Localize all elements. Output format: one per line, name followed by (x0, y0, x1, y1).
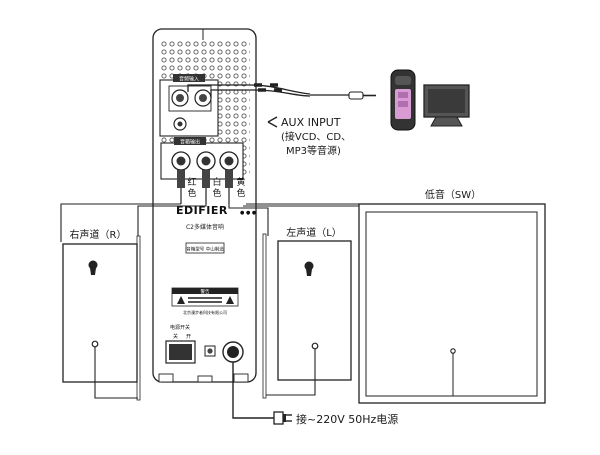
warning-label: 警告 (201, 288, 210, 295)
aux-panel-label: 音频输入 (179, 76, 199, 83)
yellow-label-2: 色 (236, 187, 245, 199)
switch-mark-off: 关 (173, 333, 178, 340)
mp3-player-icon (390, 69, 416, 131)
brand-logo: EDIFIER (176, 204, 228, 217)
monitor-icon (423, 84, 470, 127)
left-speaker: 左声道（L） (262, 226, 352, 399)
aux-input-panel: 音频输入 (159, 74, 219, 137)
yellow-label-1: 黄 (236, 176, 245, 188)
jack-plug-icon (348, 91, 376, 100)
svg-text:● ● ●: ● ● ● (240, 210, 257, 216)
left-speaker-label: 左声道（L） (286, 226, 342, 239)
warning-plate: 警告 北京漫步者科技有限公司 (171, 287, 239, 315)
keyhole-icon (304, 261, 314, 276)
subwoofer: 低音（SW） (358, 188, 546, 404)
amplifier-unit: 音频输入 音箱输出 红 (152, 28, 257, 383)
model-label: C2多媒体音响 (186, 223, 224, 231)
power-cable: 接~220V 50Hz电源 (232, 362, 398, 426)
output-panel-label: 音箱输出 (180, 139, 200, 146)
spec-label: 音箱型号 中山制造 (186, 246, 224, 253)
white-label-2: 色 (212, 187, 221, 199)
warning-triangle-icon-right (226, 296, 234, 304)
power-plug-icon (273, 411, 292, 425)
warning-triangle-icon (177, 296, 185, 304)
power-label: 接~220V 50Hz电源 (296, 412, 398, 426)
red-label-2: 色 (187, 187, 196, 199)
power-switch-label: 电源开关 (170, 324, 190, 331)
right-speaker: 右声道（R） (62, 228, 141, 401)
switch-mark-on: 开 (186, 334, 191, 340)
right-speaker-label: 右声道（R） (70, 228, 127, 241)
aux-input-title: AUX INPUT (281, 116, 341, 129)
aux-cable (187, 83, 376, 100)
white-label-1: 白 (212, 176, 221, 188)
subwoofer-label: 低音（SW） (425, 188, 481, 201)
right-speaker-box (62, 243, 138, 383)
maker-label: 北京漫步者科技有限公司 (183, 309, 227, 315)
aux-input-desc-2: MP3等音源) (286, 144, 341, 157)
keyhole-icon (88, 260, 98, 275)
speaker-output-panel: 音箱输出 (160, 137, 244, 204)
red-label-1: 红 (187, 176, 196, 188)
aux-input-desc-1: (接VCD、CD、 (281, 130, 351, 143)
